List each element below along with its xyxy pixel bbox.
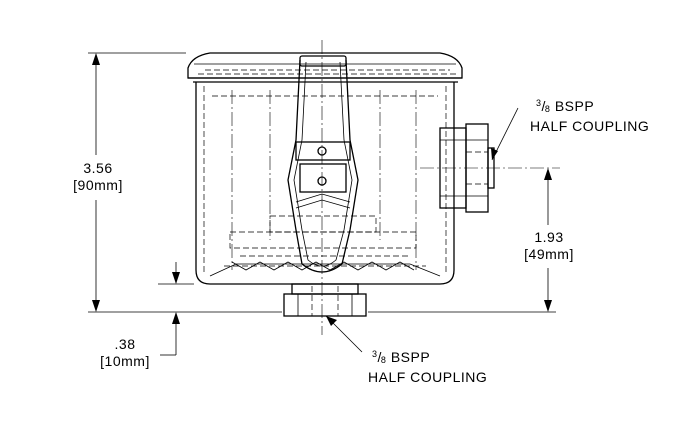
- bottom-fraction-num: 3: [372, 349, 378, 359]
- bottom-coupling: [283, 283, 367, 317]
- side-coupling-callout: 3/8 BSPP HALF COUPLING: [530, 98, 650, 134]
- bottom-thread-type: BSPP: [390, 349, 431, 365]
- bail-latch: [287, 55, 359, 273]
- lid: [187, 52, 463, 83]
- coupling-height-value: 1.93: [534, 229, 564, 245]
- bottom-fraction-den: 8: [380, 355, 387, 365]
- height-total-label: 3.56 [90mm]: [70, 160, 126, 194]
- coupling-height-dimension: [368, 168, 556, 313]
- coupling-height-metric: [49mm]: [524, 246, 574, 262]
- height-total-metric: [90mm]: [73, 177, 123, 193]
- bottom-coupling-name: HALF COUPLING: [368, 369, 488, 385]
- coupling-height-label: 1.93 [49mm]: [518, 229, 580, 263]
- height-total-value: 3.56: [83, 160, 113, 176]
- bottom-coupling-dim-value: .38: [114, 336, 136, 352]
- side-coupling-name: HALF COUPLING: [530, 118, 650, 134]
- side-fraction-den: 8: [544, 104, 551, 114]
- height-dimension: [88, 52, 282, 313]
- bottom-coupling-callout: 3/8 BSPP HALF COUPLING: [368, 349, 488, 385]
- bottom-coupling-dim-metric: [10mm]: [100, 353, 150, 369]
- side-coupling: [420, 123, 560, 213]
- side-thread-type: BSPP: [554, 98, 595, 114]
- side-fraction-num: 3: [536, 98, 542, 108]
- bottom-coupling-dim-label: .38 [10mm]: [92, 336, 158, 370]
- bottom-coupling-dimension: [158, 262, 194, 356]
